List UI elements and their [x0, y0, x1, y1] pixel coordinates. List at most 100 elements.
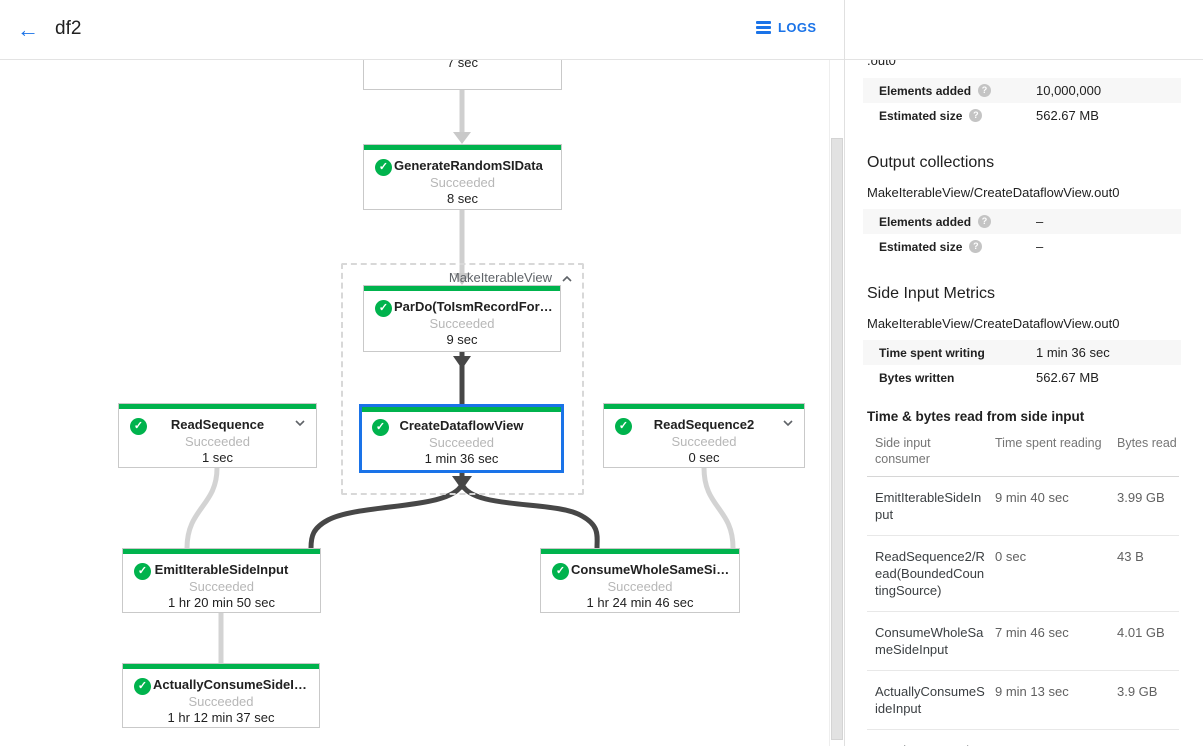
node-status-bar	[364, 145, 561, 150]
metric-value: –	[1036, 239, 1044, 254]
node-status-bar	[541, 549, 739, 554]
node-duration: 1 hr 20 min 50 sec	[168, 595, 275, 610]
metric-label: Elements added	[879, 83, 972, 98]
consumer-name: ReadSequence2/Read(BoundedCountingSource…	[875, 549, 985, 598]
node-status: Succeeded	[188, 694, 254, 709]
back-arrow-icon[interactable]: ←	[17, 17, 39, 42]
metric-label: Estimated size	[879, 108, 963, 123]
expand-node-icon[interactable]	[781, 416, 795, 430]
input-metrics: Elements added ? 10,000,000 Estimated si…	[863, 78, 1181, 128]
consumer-name: ReadSequence/Read(BoundedCountingSource)	[875, 742, 995, 746]
node-duration: 9 sec	[446, 332, 478, 347]
metric-value: 1 min 36 sec	[1036, 345, 1110, 360]
bytes-read: 3.99 GB	[1117, 490, 1165, 505]
table-row: ReadSequence/Read(BoundedCountingSource)…	[867, 730, 1179, 746]
metric-value: 562.67 MB	[1036, 108, 1099, 123]
logs-button[interactable]: LOGS	[756, 19, 816, 36]
metric-row: Estimated size ? 562.67 MB	[863, 103, 1181, 128]
node-name: ReadSequence	[170, 417, 265, 432]
node-duration: 8 sec	[446, 191, 479, 206]
bytes-read: 0 B	[1117, 742, 1179, 746]
node-status: Succeeded	[188, 579, 255, 594]
node-duration: 0 sec	[688, 450, 720, 465]
metric-row: Estimated size ? –	[863, 234, 1181, 259]
node-status-bar	[604, 404, 804, 409]
bytes-read: 4.01 GB	[1117, 625, 1165, 640]
time-spent-reading: 9 min 40 sec	[995, 490, 1069, 505]
graph-vertical-scrollbar[interactable]	[829, 60, 843, 746]
node-name: ParDo(ToIsmRecordFor…	[394, 299, 553, 314]
consumer-name: ConsumeWholeSameSideInput	[875, 625, 984, 657]
metric-value: 562.67 MB	[1036, 370, 1099, 385]
clipped-collection-text: .out0	[867, 60, 896, 68]
metric-value: 10,000,000	[1036, 83, 1102, 98]
output-collection-path: MakeIterableView/CreateDataflowView.out0	[867, 185, 1120, 200]
success-check-icon: ✓	[552, 563, 569, 580]
node-status-bar	[123, 549, 320, 554]
node-name: GenerateRandomSIData	[394, 158, 543, 173]
node-status: Succeeded	[184, 434, 251, 449]
node-name: CreateDataflowView	[399, 418, 524, 433]
node-status-bar	[364, 286, 560, 291]
node-name: ConsumeWholeSameSi…	[571, 562, 730, 577]
job-name-title: df2	[55, 18, 82, 39]
output-metrics: Elements added ? – Estimated size ? –	[863, 209, 1181, 259]
help-icon[interactable]: ?	[969, 109, 983, 122]
metric-label: Estimated size	[879, 239, 963, 254]
graph-node-read-sequence2[interactable]: ✓ ReadSequence2 Succeeded 0 sec	[603, 403, 805, 468]
panel-divider	[844, 0, 845, 746]
step-panel-body[interactable]: .out0 Elements added ? 10,000,000 Estima…	[845, 60, 1203, 746]
graph-node-read-sequence[interactable]: ✓ ReadSequence Succeeded 1 sec	[118, 403, 317, 468]
help-icon[interactable]: ?	[978, 84, 992, 97]
node-duration: 1 hr 24 min 46 sec	[586, 595, 694, 610]
success-check-icon: ✓	[375, 300, 392, 317]
graph-node-pardo-toismrecord[interactable]: ✓ ParDo(ToIsmRecordFor… Succeeded 9 sec	[363, 285, 561, 352]
output-collections-heading: Output collections	[867, 154, 995, 171]
table-row: ActuallyConsumeSideInput 9 min 13 sec 3.…	[867, 671, 1179, 730]
side-input-metrics: Time spent writing 1 min 36 sec Bytes wr…	[863, 340, 1181, 390]
side-input-metrics-heading: Side Input Metrics	[867, 285, 996, 302]
group-label: MakeIterableView	[448, 270, 552, 285]
success-check-icon: ✓	[375, 159, 392, 176]
success-check-icon: ✓	[134, 678, 151, 695]
metric-value: –	[1036, 214, 1044, 229]
time-spent-reading: 0 sec	[995, 742, 1117, 746]
metric-row: Elements added ? 10,000,000	[863, 78, 1181, 103]
node-duration: 7 sec	[446, 60, 479, 70]
node-status: Succeeded	[429, 175, 496, 190]
node-duration: 1 hr 12 min 37 sec	[167, 710, 275, 725]
scrollbar-thumb[interactable]	[831, 138, 843, 740]
success-check-icon: ✓	[134, 563, 151, 580]
node-status-bar	[362, 407, 561, 412]
step-details-panel: Step .out0 Elements added ? 10,000,000 E…	[845, 0, 1203, 746]
node-name: ReadSequence2	[653, 417, 755, 432]
table-row: ReadSequence2/Read(BoundedCountingSource…	[867, 536, 1179, 612]
table-header-row: Side input consumer Time spent reading B…	[867, 433, 1179, 477]
graph-node-consume-whole-same-side-input[interactable]: ✓ ConsumeWholeSameSi… Succeeded 1 hr 24 …	[540, 548, 740, 613]
metric-label: Elements added	[879, 214, 972, 229]
column-header: Bytes read	[1117, 436, 1177, 450]
side-input-table-heading: Time & bytes read from side input	[867, 409, 1085, 424]
collapse-group-icon[interactable]	[560, 272, 574, 286]
transform-group-make-iterable-view[interactable]: MakeIterableView	[341, 263, 584, 495]
node-status: Succeeded	[607, 579, 673, 594]
node-status-bar	[123, 664, 319, 669]
graph-node-generate-random-si-data[interactable]: ✓ GenerateRandomSIData Succeeded 8 sec	[363, 144, 562, 210]
top-app-bar: ← df2 LOGS	[0, 0, 1203, 60]
bytes-read: 43 B	[1117, 549, 1144, 564]
metric-row: Time spent writing 1 min 36 sec	[863, 340, 1181, 365]
metric-label: Time spent writing	[879, 345, 985, 360]
metric-row: Bytes written 562.67 MB	[863, 365, 1181, 390]
graph-node-create-dataflow-view-selected[interactable]: ✓ CreateDataflowView Succeeded 1 min 36 …	[359, 404, 564, 473]
graph-node-emit-iterable-side-input[interactable]: ✓ EmitIterableSideInput Succeeded 1 hr 2…	[122, 548, 321, 613]
help-icon[interactable]: ?	[969, 240, 983, 253]
node-name: EmitIterableSideInput	[154, 562, 289, 577]
graph-node-actually-consume-side-input[interactable]: ✓ ActuallyConsumeSideI… Succeeded 1 hr 1…	[122, 663, 320, 728]
graph-node-partial-top[interactable]: Succeeded 7 sec	[363, 60, 562, 90]
help-icon[interactable]: ?	[978, 215, 992, 228]
expand-node-icon[interactable]	[293, 416, 307, 430]
time-spent-reading: 7 min 46 sec	[995, 625, 1069, 640]
node-duration: 1 sec	[201, 450, 234, 465]
job-graph-canvas[interactable]: MakeIterableView Succeeded 7 sec ✓ Gener…	[0, 60, 829, 746]
